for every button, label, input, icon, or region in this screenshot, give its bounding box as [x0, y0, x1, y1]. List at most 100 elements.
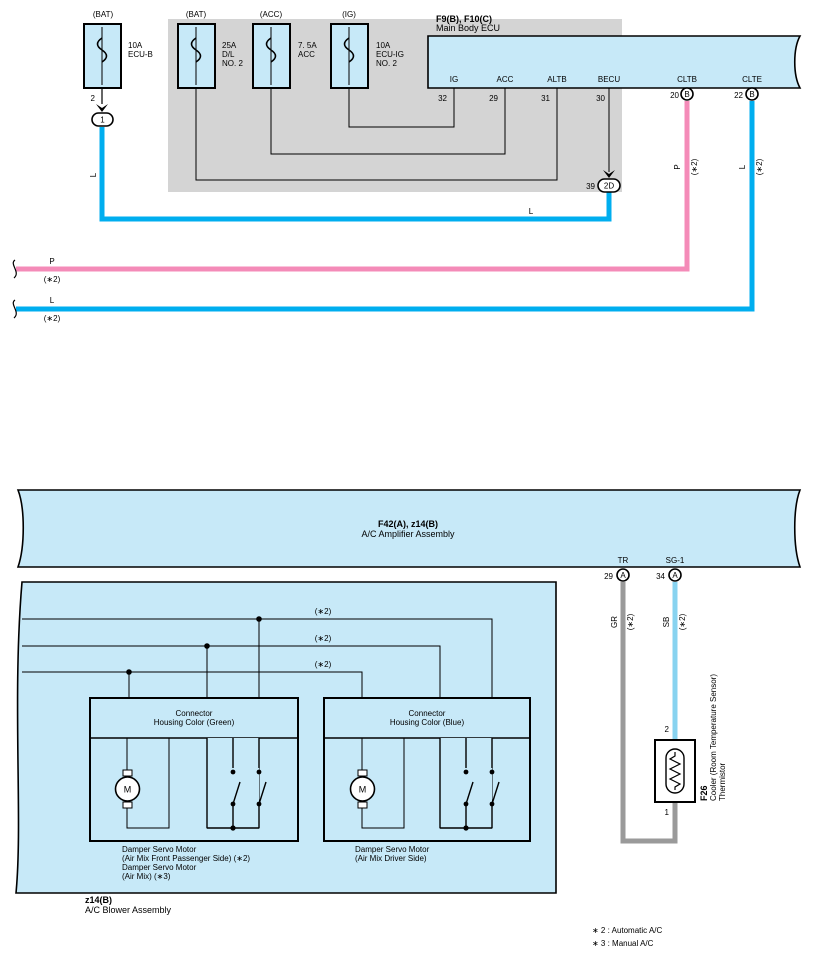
motor-caption: Damper Servo Motor — [355, 845, 430, 854]
ecu-pin-number: 30 — [596, 94, 605, 103]
connector-ecu-b — [91, 112, 114, 127]
connector-box-title: Connector — [176, 709, 213, 718]
connector-sg1 — [668, 568, 682, 582]
connector-box-title: Housing Color (Blue) — [390, 718, 465, 727]
fuse-name: ECU-B — [128, 50, 153, 59]
switch-contacts — [463, 769, 495, 831]
wire-color-label: L — [529, 207, 534, 216]
thermistor-name: Cooler (Room Temperature Sensor) — [709, 674, 718, 801]
amp-pin-number: 29 — [604, 572, 613, 581]
fuse-source-label: (IG) — [342, 10, 356, 19]
fuse-source-label: (ACC) — [260, 10, 283, 19]
fuse-rating: 10A — [128, 41, 143, 50]
motor-caption: (Air Mix) (∗3) — [122, 872, 171, 881]
fuse-rating: 10A — [376, 41, 391, 50]
ecu-pin-label: IG — [450, 75, 458, 84]
fuse-acc — [252, 23, 291, 89]
fuse-dl-no2 — [177, 23, 216, 89]
ecu-pin-number: 31 — [541, 94, 550, 103]
main-body-ecu-panel — [427, 35, 802, 89]
thermistor-name: Thermistor — [718, 762, 727, 801]
ecu-pin-number: 32 — [438, 94, 447, 103]
amp-pin-label: SG-1 — [666, 556, 685, 565]
wire-note: (∗2) — [315, 660, 332, 669]
motor-icon — [349, 769, 376, 809]
connector-becu — [597, 178, 621, 193]
motor-caption: (Air Mix Front Passenger Side) (∗2) — [122, 854, 250, 863]
ecu-pin-number: 20 — [670, 91, 679, 100]
wire-note: (∗2) — [315, 607, 332, 616]
connector-box-title: Housing Color (Green) — [154, 718, 235, 727]
wire-note: (∗2) — [315, 634, 332, 643]
thermistor-icon — [654, 739, 696, 803]
fuse-source-label: (BAT) — [186, 10, 207, 19]
wire-l-clte — [16, 101, 755, 312]
blower-name: A/C Blower Assembly — [85, 905, 172, 915]
wire-color-label: L — [89, 172, 98, 177]
fuse-name: D/L — [222, 50, 235, 59]
connector-tr — [616, 568, 630, 582]
internal-wiring — [195, 88, 610, 181]
ecu-name: Main Body ECU — [436, 23, 500, 33]
connector-cltb — [680, 87, 694, 101]
connector-label: B — [684, 90, 689, 99]
ecu-pin-label: ACC — [497, 75, 514, 84]
connector-clte — [745, 87, 759, 101]
amp-code: F42(A), z14(B) — [378, 519, 438, 529]
connector-label: 2D — [604, 182, 614, 191]
connector-label: A — [672, 571, 678, 580]
fuse-rating: 25A — [222, 41, 237, 50]
fuse-name: NO. 2 — [222, 59, 243, 68]
junction-arrow — [96, 88, 108, 112]
fuse-rating: 7. 5A — [298, 41, 317, 50]
motor-icon — [114, 769, 141, 809]
blower-code: z14(B) — [85, 895, 112, 905]
pin-number: 2 — [665, 725, 670, 734]
wire-note: (∗2) — [626, 613, 635, 630]
break-mark — [12, 299, 17, 319]
ac-amplifier-panel — [16, 489, 802, 568]
break-mark — [12, 259, 17, 279]
pin-number: 2 — [91, 94, 96, 103]
wire-note: (∗2) — [678, 613, 687, 630]
fuse-name: ACC — [298, 50, 315, 59]
junction-dots — [126, 616, 262, 675]
wire-color-label: P — [673, 164, 682, 169]
motor-caption: Damper Servo Motor — [122, 845, 197, 854]
wire-p-cltb — [16, 101, 690, 272]
thermistor-code: F26 — [699, 785, 709, 801]
fuse-source-label: (BAT) — [93, 10, 114, 19]
wire-note: (∗2) — [755, 158, 764, 175]
wire-note: (∗2) — [690, 158, 699, 175]
blower-wiring — [22, 618, 493, 698]
amp-pin-label: TR — [618, 556, 629, 565]
switch-icon — [439, 738, 500, 829]
wire-color-label: L — [50, 296, 55, 305]
connector-label: A — [620, 571, 626, 580]
wire-color-label: GR — [610, 616, 619, 628]
ecu-pin-number: 22 — [734, 91, 743, 100]
wire-l-ecu-b — [99, 127, 612, 222]
pin-number: 1 — [665, 808, 670, 817]
junction-arrow — [603, 170, 615, 178]
wire-note: (∗2) — [44, 314, 61, 323]
switch-contacts — [230, 769, 262, 831]
connector-box-title: Connector — [409, 709, 446, 718]
motor-label: M — [124, 785, 132, 795]
ecu-pin-number: 29 — [489, 94, 498, 103]
wire-color-label: L — [738, 164, 747, 169]
motor-caption: (Air Mix Driver Side) — [355, 854, 427, 863]
switch-icon — [206, 738, 267, 829]
ecu-pin-label: BECU — [598, 75, 620, 84]
ecu-pin-label: CLTE — [742, 75, 762, 84]
fuse-ecu-ig-no2 — [330, 23, 369, 89]
fuse-name: NO. 2 — [376, 59, 397, 68]
wire-color-label: P — [49, 257, 54, 266]
amp-pin-number: 34 — [656, 572, 665, 581]
ecu-pin-label: ALTB — [547, 75, 566, 84]
connector-label: 1 — [100, 116, 105, 125]
motor-label: M — [359, 785, 367, 795]
pin-number: 39 — [586, 182, 595, 191]
ecu-pin-label: CLTB — [677, 75, 697, 84]
